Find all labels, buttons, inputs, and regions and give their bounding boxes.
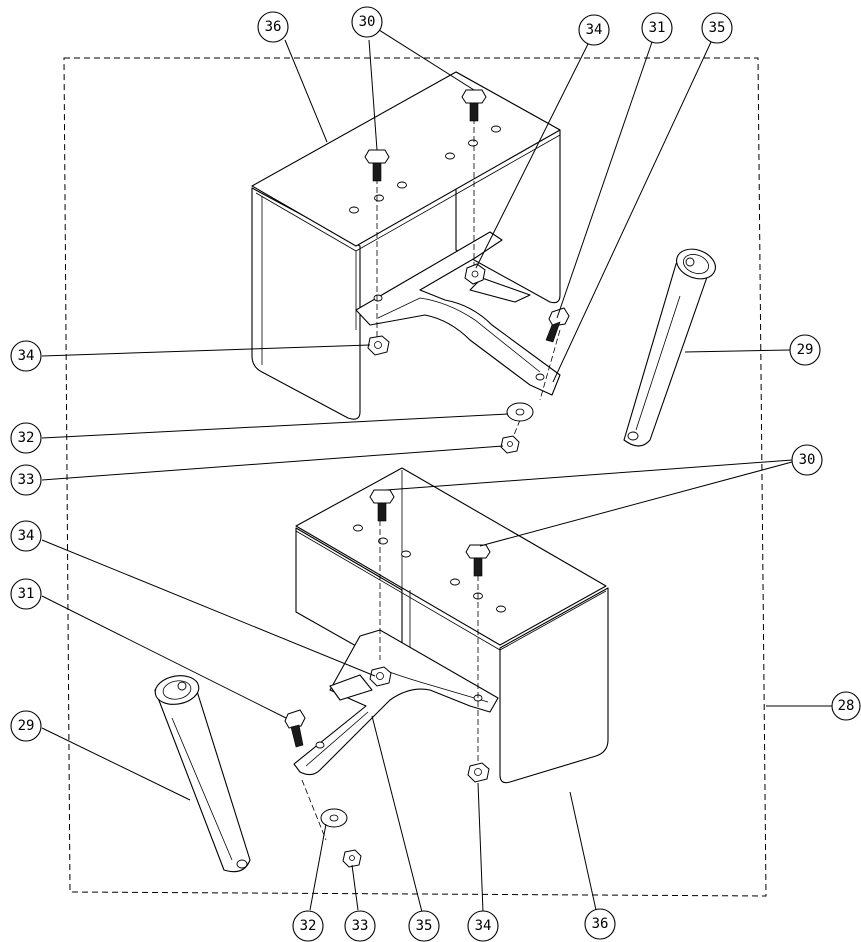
svg-text:35: 35 [709, 20, 726, 36]
svg-text:34: 34 [18, 348, 35, 364]
svg-text:30: 30 [359, 14, 376, 30]
svg-text:28: 28 [838, 698, 855, 714]
callout-32-bottom: 32 [292, 910, 324, 942]
svg-text:36: 36 [592, 916, 609, 932]
upper-arm [355, 231, 561, 396]
svg-text:34: 34 [586, 22, 603, 38]
pin-29-right [623, 248, 716, 447]
nut-34-lower-arm [369, 666, 392, 687]
lower-bracket-assembly [293, 467, 609, 841]
bolt-31-lower [284, 709, 306, 748]
svg-text:32: 32 [300, 918, 317, 934]
callout-32-left: 32 [10, 422, 42, 454]
svg-text:35: 35 [416, 918, 433, 934]
bolt-31-upper [545, 307, 570, 343]
callout-33-bottom: 33 [344, 910, 376, 942]
nut-34-upper-left [367, 335, 390, 356]
upper-top-plate [251, 71, 561, 247]
callout-36-top: 36 [257, 11, 289, 43]
svg-text:34: 34 [475, 918, 492, 934]
callout-35-bottom: 35 [408, 910, 440, 942]
bolt-30-lower-right [465, 544, 491, 577]
callout-34-left-upper: 34 [10, 340, 42, 372]
callout-balloons: 36 30 34 31 35 34 29 32 33 30 34 [10, 6, 861, 942]
svg-text:31: 31 [649, 20, 666, 36]
upper-top-holes [349, 125, 501, 214]
svg-text:33: 33 [18, 472, 35, 488]
bolt-30-upper-right [461, 89, 487, 122]
upper-bracket-assembly [251, 71, 561, 441]
callout-35-top: 35 [701, 12, 733, 44]
callout-29-right: 29 [789, 334, 821, 366]
assembly-boundary [63, 57, 767, 897]
lower-front-wall [499, 587, 609, 784]
bolts [284, 89, 570, 748]
nut-34-upper-arm [464, 263, 486, 285]
callout-33-left: 33 [10, 464, 42, 496]
callout-31-top: 31 [641, 12, 673, 44]
nuts-and-washers [320, 263, 534, 868]
callout-36-bottom: 36 [584, 908, 616, 940]
pin-29-left [154, 675, 251, 873]
leader-lines [41, 29, 833, 913]
svg-text:31: 31 [18, 586, 35, 602]
callout-30-top: 30 [351, 6, 383, 38]
svg-text:36: 36 [265, 19, 282, 35]
nut-33-lower [342, 849, 362, 868]
callout-34-left-lower: 34 [10, 520, 42, 552]
washer-32-lower [320, 808, 348, 828]
svg-text:33: 33 [352, 918, 369, 934]
lower-top-plate [295, 467, 607, 646]
nut-33-upper [500, 435, 520, 454]
svg-text:30: 30 [799, 452, 816, 468]
washer-32-upper [506, 402, 534, 422]
svg-text:32: 32 [18, 430, 35, 446]
svg-text:29: 29 [797, 342, 814, 358]
callout-28-right: 28 [831, 691, 861, 721]
callout-31-left: 31 [10, 578, 42, 610]
nut-34-lower-right [467, 762, 490, 783]
callout-29-left: 29 [10, 710, 42, 742]
callout-34-top: 34 [578, 14, 610, 46]
lower-arm [293, 629, 499, 776]
svg-text:34: 34 [18, 528, 35, 544]
upper-front-wall [251, 187, 361, 420]
bolt-30-upper-left [364, 149, 390, 182]
svg-text:29: 29 [18, 718, 35, 734]
callout-30-right: 30 [791, 444, 823, 476]
callout-34-bottom: 34 [467, 910, 499, 942]
